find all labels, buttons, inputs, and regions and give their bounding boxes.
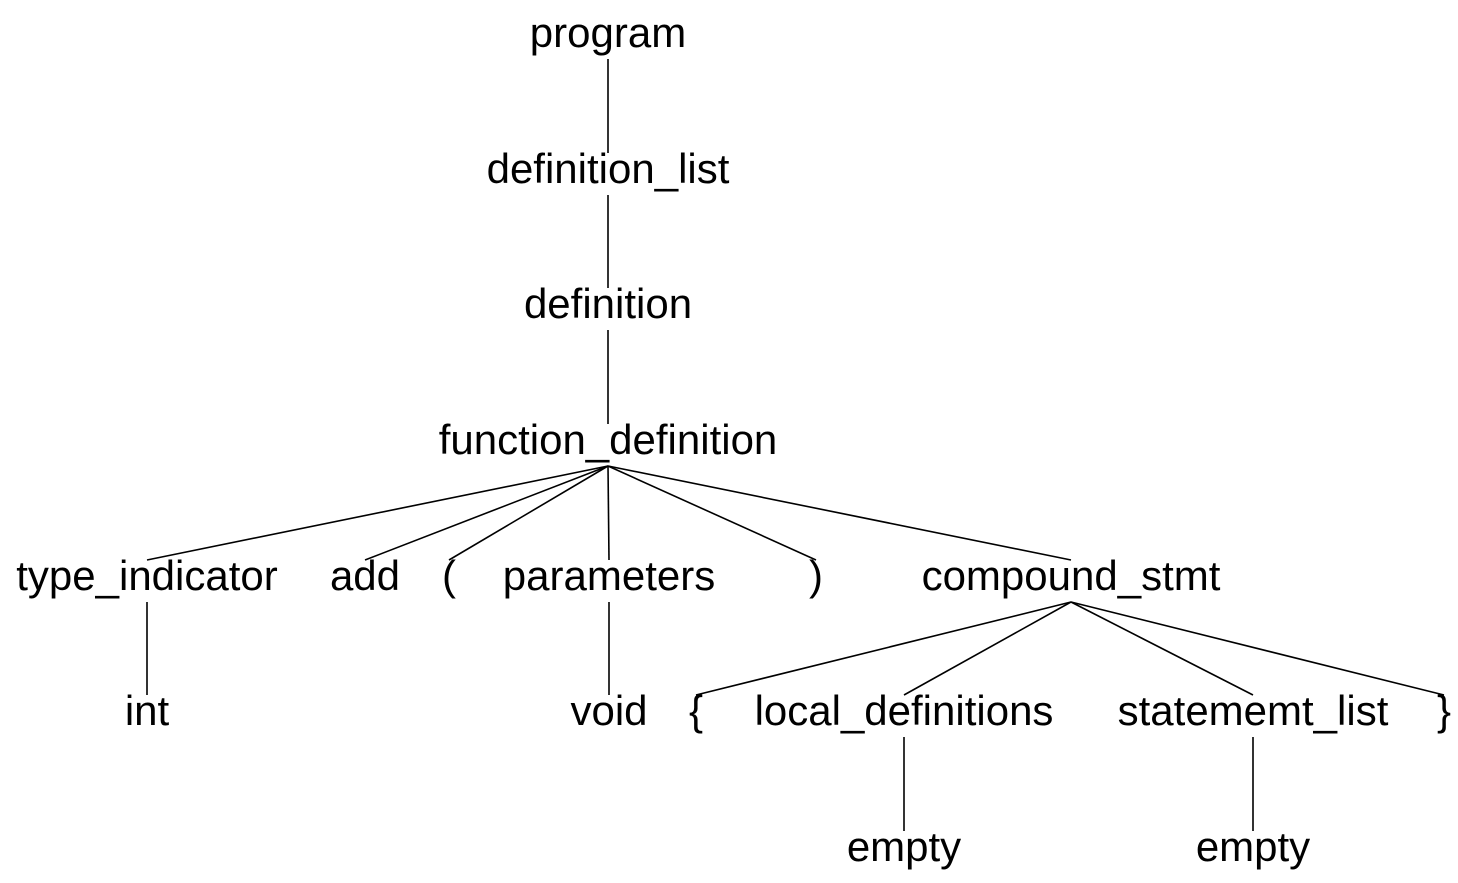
tree-edge-compound-stmt-to-local-definitions — [903, 601, 1072, 696]
tree-node-local-definitions: local_definitions — [755, 687, 1054, 734]
tree-edge-compound-stmt-to-rbrace — [1070, 601, 1445, 696]
tree-edge-function-definition-to-add — [364, 465, 609, 561]
tree-node-type-indicator: type_indicator — [16, 552, 278, 599]
tree-node-rbrace: } — [1437, 687, 1451, 734]
tree-node-void: void — [570, 687, 647, 734]
tree-node-int: int — [125, 687, 170, 734]
tree-edge-compound-stmt-to-lbrace — [695, 601, 1072, 696]
tree-edges — [146, 59, 1445, 831]
tree-edge-function-definition-to-compound-stmt — [607, 465, 1072, 561]
tree-edge-function-definition-to-lparen — [448, 465, 609, 561]
tree-node-lparen: ( — [442, 552, 456, 599]
tree-edge-compound-stmt-to-statememt-list — [1070, 601, 1254, 696]
tree-edge-function-definition-to-type-indicator — [146, 465, 609, 561]
tree-node-lbrace: { — [689, 687, 703, 734]
tree-node-empty-1: empty — [847, 823, 961, 870]
tree-edge-function-definition-to-parameters — [607, 465, 610, 561]
tree-node-statememt-list: statememt_list — [1118, 687, 1389, 734]
tree-node-function-definition: function_definition — [439, 416, 778, 463]
tree-node-definition: definition — [524, 280, 692, 327]
tree-nodes: program definition_list definition function… — [16, 9, 1451, 870]
tree-node-empty-2: empty — [1196, 823, 1310, 870]
tree-edge-function-definition-to-rparen — [607, 465, 817, 561]
tree-node-compound-stmt: compound_stmt — [922, 552, 1221, 599]
tree-node-add: add — [330, 552, 400, 599]
tree-node-rparen: ) — [809, 552, 823, 599]
tree-node-program: program — [530, 9, 686, 56]
tree-node-definition-list: definition_list — [487, 145, 730, 192]
tree-node-parameters: parameters — [503, 552, 715, 599]
